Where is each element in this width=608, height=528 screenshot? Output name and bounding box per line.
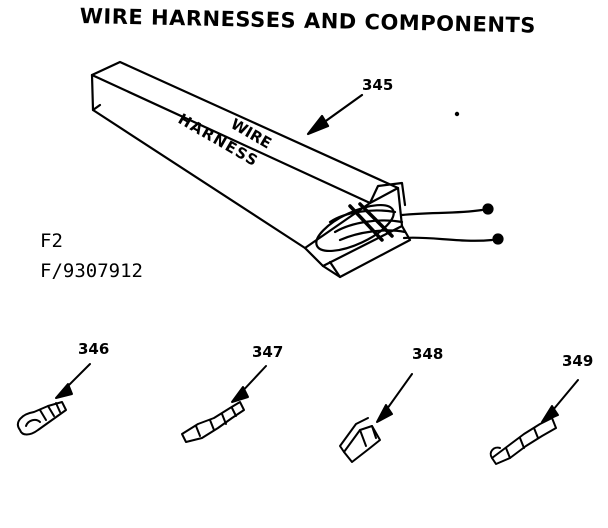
part-number-346: 346: [78, 340, 110, 358]
model-code-line2: F/9307912: [40, 260, 143, 282]
part-number-349: 349: [562, 352, 594, 370]
part-number-348: 348: [412, 345, 444, 363]
wire-harness-box: [90, 60, 504, 279]
stray-dot: [454, 111, 460, 117]
part-number-345: 345: [362, 76, 394, 94]
model-code-line1: F2: [40, 230, 63, 252]
arrow-345: [306, 93, 364, 136]
terminal-346: [16, 401, 67, 436]
terminal-348: [339, 417, 381, 463]
terminal-347: [181, 401, 245, 443]
terminal-349: [489, 417, 557, 465]
part-number-347: 347: [252, 343, 284, 361]
